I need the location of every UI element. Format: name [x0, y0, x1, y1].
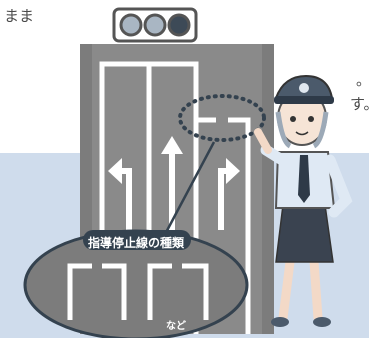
stop-line-icon	[67, 263, 209, 320]
body-text-line: 。線	[356, 70, 369, 90]
callout-note: など	[166, 321, 186, 332]
left-arrow-icon	[108, 158, 132, 230]
callout	[23, 229, 249, 338]
right-arrow-icon	[218, 158, 240, 230]
highlight-circle	[178, 94, 266, 142]
callout-title: 指導停止線の種類	[88, 236, 185, 250]
body-text-line: まま	[4, 7, 35, 25]
traffic-signal-icon	[112, 7, 198, 43]
callout-pointer	[160, 141, 216, 241]
callout-title-bg	[83, 230, 191, 250]
straight-arrow-icon	[161, 136, 183, 230]
body-text-line: す。	[350, 95, 369, 113]
officer-character	[254, 74, 353, 327]
